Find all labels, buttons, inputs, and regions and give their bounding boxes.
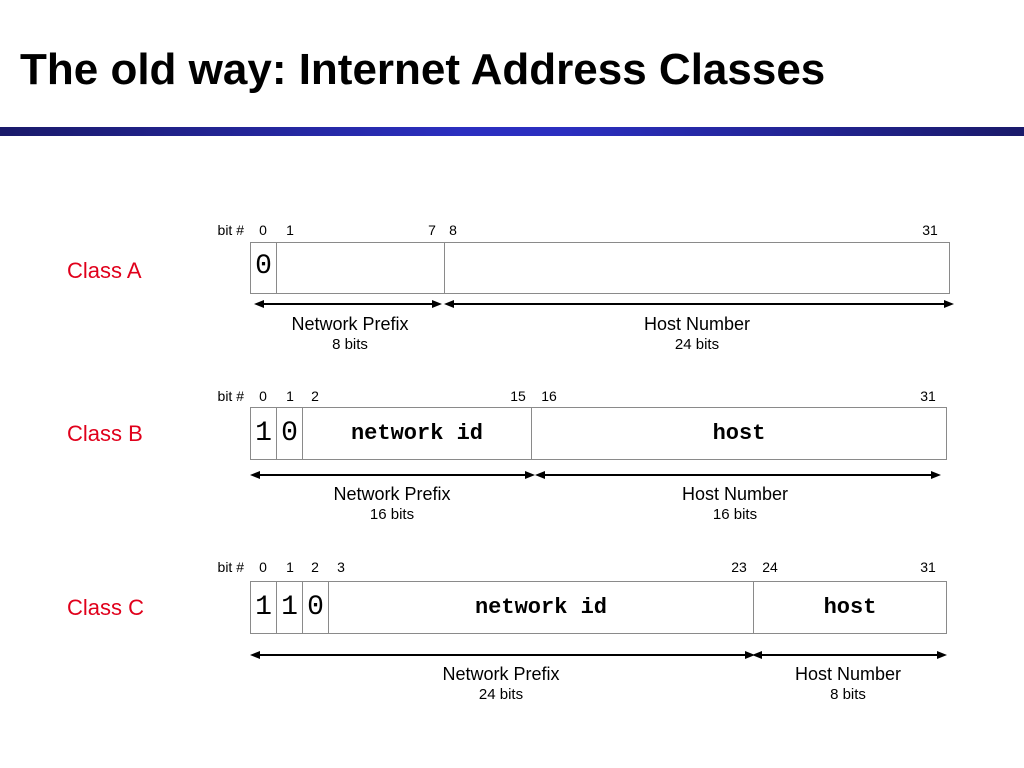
host-number-arrow [444,300,954,308]
bit-number: 1 [286,559,294,575]
bit-number: 16 [541,388,557,404]
class-c-host-caption: Host Number 8 bits [795,663,901,704]
class-b-network-caption: Network Prefix 16 bits [333,483,450,524]
bit-number: 2 [311,388,319,404]
host-number-arrow [752,651,947,659]
caption-title: Network Prefix [333,484,451,504]
caption-bits: 24 bits [478,686,524,703]
network-field-cell: network id [329,582,754,633]
network-prefix-arrow [250,471,535,479]
bit-number: 1 [286,388,294,404]
caption-bits: 24 bits [674,336,720,353]
network-field-label: network id [474,595,608,620]
bit-prefix: bit # [217,222,244,238]
caption-title: Host Number [794,664,902,684]
host-field-cell [445,243,949,293]
title-divider [0,127,1024,136]
page-title: The old way: Internet Address Classes [20,45,826,94]
bit-number: 0 [259,559,267,575]
bit-number: 3 [337,559,345,575]
bit-number: 1 [286,222,294,238]
bit-number: 23 [731,559,747,575]
leading-bit-cell: 1 [251,582,277,633]
caption-title: Host Number [643,314,751,334]
caption-bits: 8 bits [332,336,368,353]
leading-bit-cell: 0 [303,582,329,633]
bit-number: 0 [259,222,267,238]
bit-number: 8 [449,222,457,238]
host-field-label: host [823,595,877,620]
leading-bit-cell: 1 [251,408,277,459]
bit-number: 31 [922,222,938,238]
caption-bits: 16 bits [369,506,415,523]
class-b-label: Class B [67,421,143,446]
leading-bit: 1 [255,418,272,449]
class-c-label: Class C [67,595,145,620]
bit-number: 7 [428,222,436,238]
bit-number: 31 [920,388,936,404]
caption-bits: 16 bits [712,506,758,523]
caption-bits: 8 bits [830,686,866,703]
network-field-cell: network id [303,408,532,459]
leading-bit-cell: 0 [277,408,303,459]
class-a-network-caption: Network Prefix 8 bits [291,313,408,354]
class-b-address-box: 1 0 network id host [250,407,947,460]
network-prefix-arrow [250,651,755,659]
bit-number: 24 [762,559,778,575]
caption-title: Host Number [681,484,789,504]
class-c-span-arrows [250,651,947,659]
bit-number: 2 [311,559,319,575]
host-number-arrow [535,471,941,479]
class-b-host-caption: Host Number 16 bits [682,483,788,524]
bit-number: 31 [920,559,936,575]
class-a-address-box: 0 [250,242,950,294]
class-a-label: Class A [67,258,142,283]
network-field-label: network id [350,421,484,446]
caption-title: Network Prefix [442,664,560,684]
leading-bit: 0 [307,592,324,623]
leading-bit: 0 [255,251,272,282]
class-c-network-caption: Network Prefix 24 bits [442,663,559,704]
host-field-cell: host [532,408,946,459]
leading-bit: 1 [281,592,298,623]
leading-bit-cell: 1 [277,582,303,633]
class-a-host-caption: Host Number 24 bits [644,313,750,354]
class-c-address-box: 1 1 0 network id host [250,581,947,634]
bit-prefix: bit # [217,388,244,404]
bit-prefix: bit # [217,559,244,575]
host-field-label: host [712,421,766,446]
caption-title: Network Prefix [291,314,409,334]
leading-bit-cell: 0 [251,243,277,293]
bit-number: 0 [259,388,267,404]
network-field-cell [277,243,445,293]
class-b-span-arrows [250,471,941,479]
host-field-cell: host [754,582,946,633]
leading-bit: 0 [281,418,298,449]
leading-bit: 1 [255,592,272,623]
class-a-span-arrows [254,300,954,308]
bit-number: 15 [510,388,526,404]
network-prefix-arrow [254,300,442,308]
